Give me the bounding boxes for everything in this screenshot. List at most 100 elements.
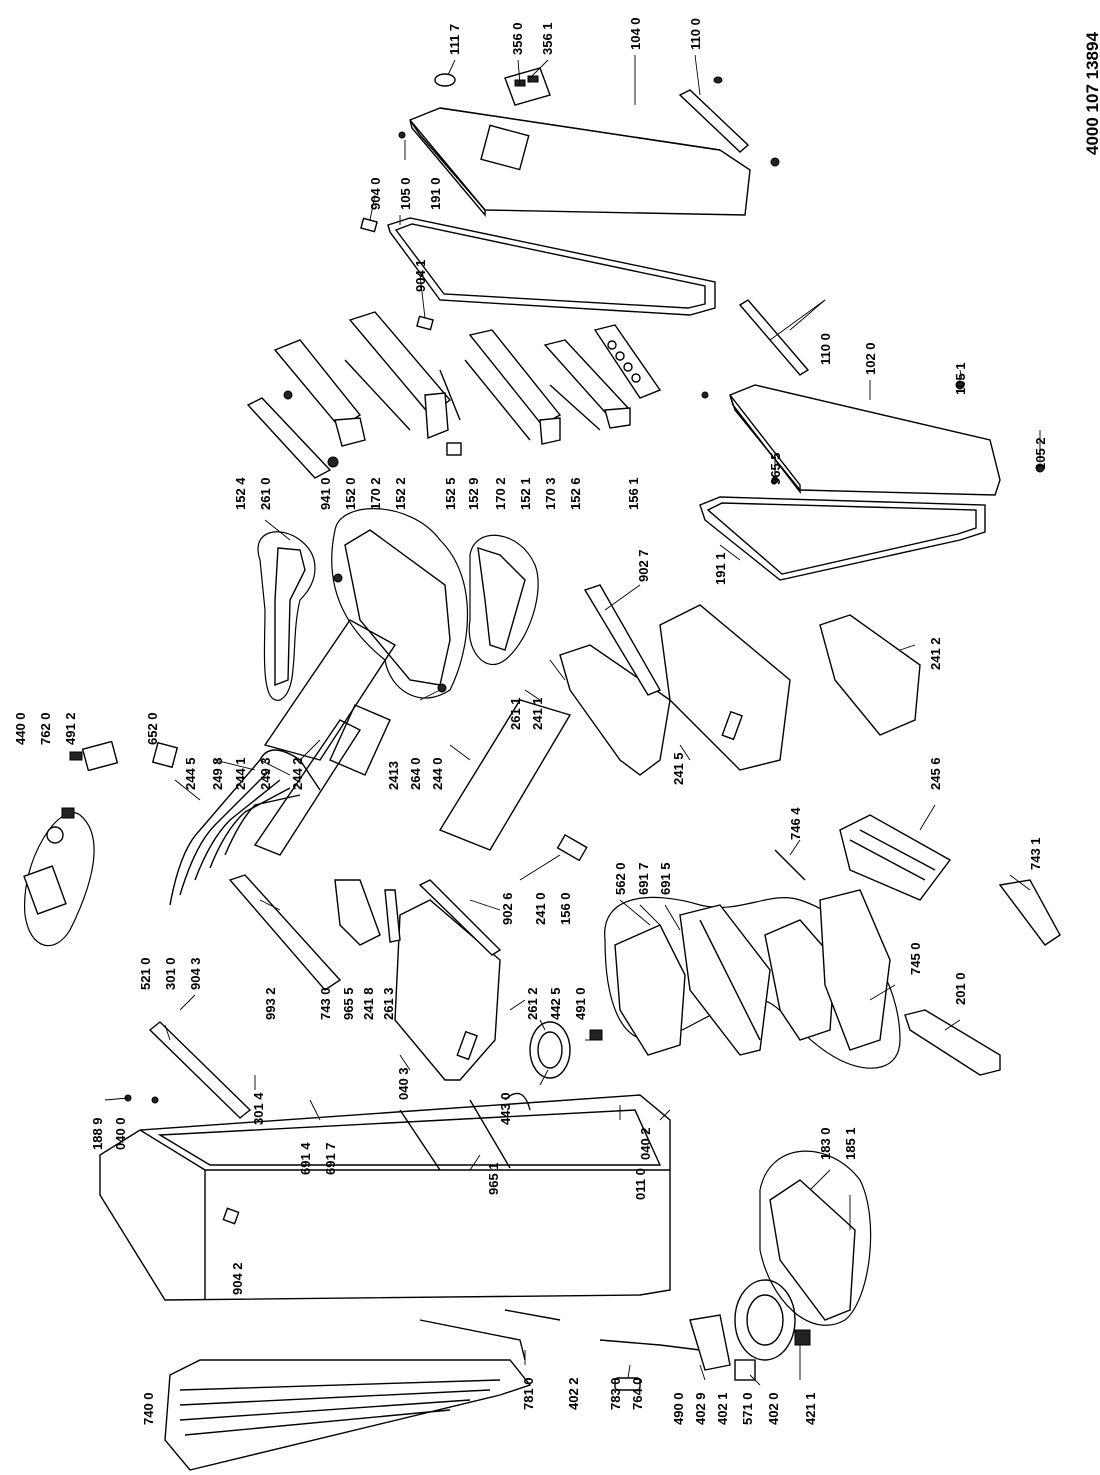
base-plate-183 (759, 1150, 872, 1326)
label-244-1: 244 1 (233, 757, 248, 790)
label-740-0: 740 0 (141, 1392, 156, 1425)
label-152-0: 152 0 (343, 477, 358, 510)
label-743-1: 743 1 (1028, 837, 1043, 870)
drawers-241 (559, 584, 921, 776)
label-170-3: 170 3 (543, 477, 558, 510)
rack-245-6 (839, 814, 952, 901)
label-521-0: 521 0 (138, 957, 153, 990)
label-691-5: 691 5 (658, 862, 673, 895)
label-244-2: 244 2 (290, 757, 305, 790)
label-152-9: 152 9 (466, 477, 481, 510)
label-264-0: 264 0 (408, 757, 423, 790)
label-110-0b: 110 0 (818, 333, 833, 365)
label-746-4: 746 4 (788, 807, 803, 840)
label-421-1: 421 1 (803, 1392, 818, 1425)
label-011-0: 011 0 (633, 1168, 648, 1200)
label-156-0: 156 0 (558, 892, 573, 925)
label-152-4: 152 4 (233, 477, 248, 510)
label-691-7: 691 7 (636, 862, 651, 895)
parts-491-2 (69, 740, 119, 772)
label-261-2: 261 2 (525, 987, 540, 1020)
cap-111 (434, 73, 456, 87)
glass-shelves (253, 619, 572, 856)
label-402-9: 402 9 (693, 1392, 708, 1425)
label-443-0: 443 0 (498, 1092, 513, 1125)
label-301-0: 301 0 (163, 957, 178, 990)
label-105-0: 105 0 (398, 177, 413, 210)
label-904-2: 904 2 (230, 1262, 245, 1295)
door-hinge-strip (678, 89, 750, 153)
fan-unit-440 (23, 807, 95, 947)
label-191-1: 191 1 (713, 552, 728, 585)
part-764 (614, 1377, 641, 1391)
evaporator-assembly (604, 889, 901, 1069)
label-745-0: 745 0 (908, 942, 923, 975)
label-904-3: 904 3 (188, 957, 203, 990)
label-965-1: 965 1 (486, 1162, 501, 1195)
label-170-2b: 170 2 (493, 477, 508, 510)
label-261-1: 261 1 (508, 697, 523, 730)
wire-shelf (169, 749, 321, 906)
label-111-7: 111 7 (447, 24, 462, 55)
label-245-6: 245 6 (928, 757, 943, 790)
label-102-0: 102 0 (863, 342, 878, 375)
label-261-0: 261 0 (258, 477, 273, 510)
label-993-2: 993 2 (263, 987, 278, 1020)
leader-lines (104, 54, 1041, 1386)
label-762-0: 762 0 (38, 712, 53, 745)
label-965-5b: 965 5 (341, 987, 356, 1020)
label-440-0: 440 0 (13, 712, 28, 745)
compressor-402 (689, 1279, 811, 1381)
label-2413: 2413 (386, 761, 401, 790)
part-743-1 (998, 879, 1061, 946)
assembly-crisper-264 (331, 508, 469, 699)
label-183-0: 183 0 (818, 1127, 833, 1160)
label-105-2: 105 2 (1033, 437, 1048, 470)
door-balconies (246, 311, 662, 479)
assembly-261-1 (468, 534, 539, 666)
part-652 (151, 741, 179, 769)
label-491-0: 491 0 (573, 987, 588, 1020)
label-402-0: 402 0 (766, 1392, 781, 1425)
display-panel-356 (504, 67, 551, 106)
label-040-0: 040 0 (113, 1117, 128, 1150)
label-241-8: 241 8 (361, 987, 376, 1020)
label-301-4: 301 4 (251, 1092, 266, 1125)
label-188-9: 188 9 (90, 1117, 105, 1150)
label-941-0: 941 0 (318, 477, 333, 510)
label-402-2: 402 2 (566, 1377, 581, 1410)
label-185-1: 185 1 (843, 1127, 858, 1160)
label-152-1: 152 1 (518, 477, 533, 510)
label-241-1: 241 1 (530, 697, 545, 730)
document-code: 4000 107 13894 (1083, 32, 1100, 155)
label-562-0: 562 0 (613, 862, 628, 895)
egg-tray (593, 324, 662, 399)
label-244-0: 244 0 (430, 757, 445, 790)
label-104-0: 104 0 (628, 17, 643, 50)
label-743-0: 743 0 (318, 987, 333, 1020)
plate-201 (904, 1009, 1001, 1076)
lower-door (729, 384, 1001, 496)
label-965-5: 965 5 (768, 452, 783, 485)
label-402-1: 402 1 (715, 1392, 730, 1425)
control-panel-521 (148, 1021, 252, 1119)
label-105-1: 105 1 (953, 362, 968, 395)
label-201-0: 201 0 (953, 972, 968, 1005)
label-241-5: 241 5 (671, 752, 686, 785)
label-783-0: 783 0 (608, 1377, 623, 1410)
fan-443 (504, 1021, 603, 1111)
label-040-2: 040 2 (638, 1127, 653, 1160)
label-261-3: 261 3 (381, 987, 396, 1020)
drawer-241-0 (334, 879, 502, 1081)
label-902-7: 902 7 (636, 549, 651, 582)
label-442-5: 442 5 (548, 987, 563, 1020)
label-191-0: 191 0 (428, 177, 443, 210)
condenser-740 (164, 1359, 532, 1471)
part-156-0 (556, 833, 588, 862)
label-244-5: 244 5 (183, 757, 198, 790)
label-152-2: 152 2 (393, 477, 408, 510)
label-904-0: 904 0 (368, 177, 383, 210)
label-571-0: 571 0 (740, 1392, 755, 1425)
upper-door-gasket (387, 217, 716, 316)
